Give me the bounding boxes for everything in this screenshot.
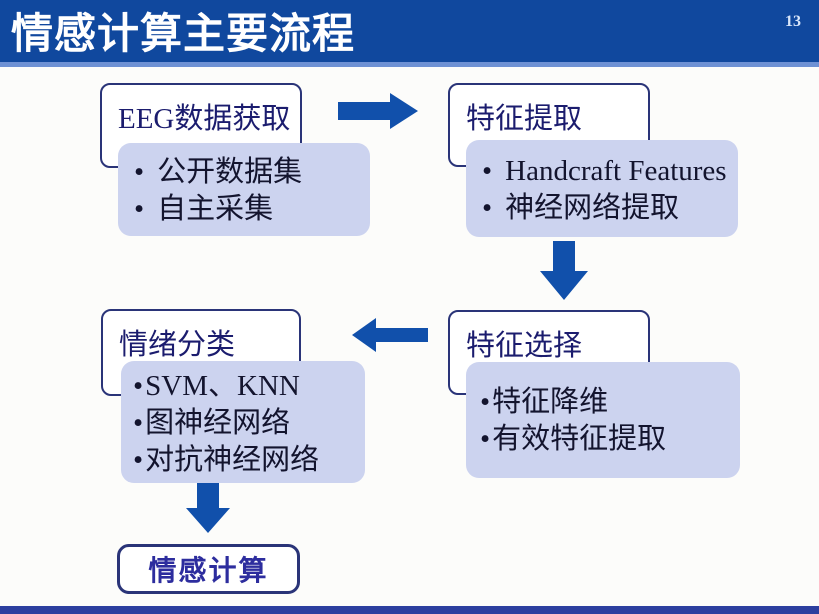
- node-affective-computing: 情感计算: [117, 544, 300, 594]
- detail-eeg-acquisition: 公开数据集 自主采集: [118, 143, 370, 236]
- bullet-item: 特征降维: [480, 384, 740, 421]
- bullet-item: 公开数据集: [134, 154, 370, 191]
- bottom-bar: [0, 606, 819, 614]
- node-title: 情绪分类: [119, 329, 236, 361]
- bullet-item: 对抗神经网络: [133, 442, 365, 479]
- page-number: 13: [785, 13, 801, 30]
- bullet-item: Handcraft Features: [482, 153, 738, 190]
- node-title: EEG数据获取: [118, 103, 291, 135]
- bullet-item: 图神经网络: [133, 405, 365, 442]
- slide-header: [0, 0, 819, 62]
- arrow-feature-extraction-to-feature-selection-down-icon: [540, 241, 588, 300]
- arrow-emotion-classification-to-affective-computing-down-icon: [186, 482, 230, 533]
- header-divider: [0, 62, 819, 67]
- bullet-item: 自主采集: [134, 191, 370, 228]
- node-title: 情感计算: [148, 555, 269, 586]
- bullet-item: 有效特征提取: [480, 421, 740, 458]
- page-title: 情感计算主要流程: [11, 10, 356, 57]
- node-title: 特征提取: [466, 103, 583, 135]
- bullet-item: SVM、KNN: [133, 368, 365, 405]
- bullet-item: 神经网络提取: [482, 190, 738, 227]
- detail-feature-selection: 特征降维 有效特征提取: [466, 362, 740, 478]
- detail-emotion-classification: SVM、KNN 图神经网络 对抗神经网络: [121, 361, 365, 483]
- arrow-feature-selection-to-emotion-classification-left-icon: [352, 318, 428, 352]
- arrow-eeg-to-feature-extraction-right-icon: [338, 93, 418, 129]
- node-title: 特征选择: [466, 330, 583, 362]
- detail-feature-extraction: Handcraft Features 神经网络提取: [466, 140, 738, 237]
